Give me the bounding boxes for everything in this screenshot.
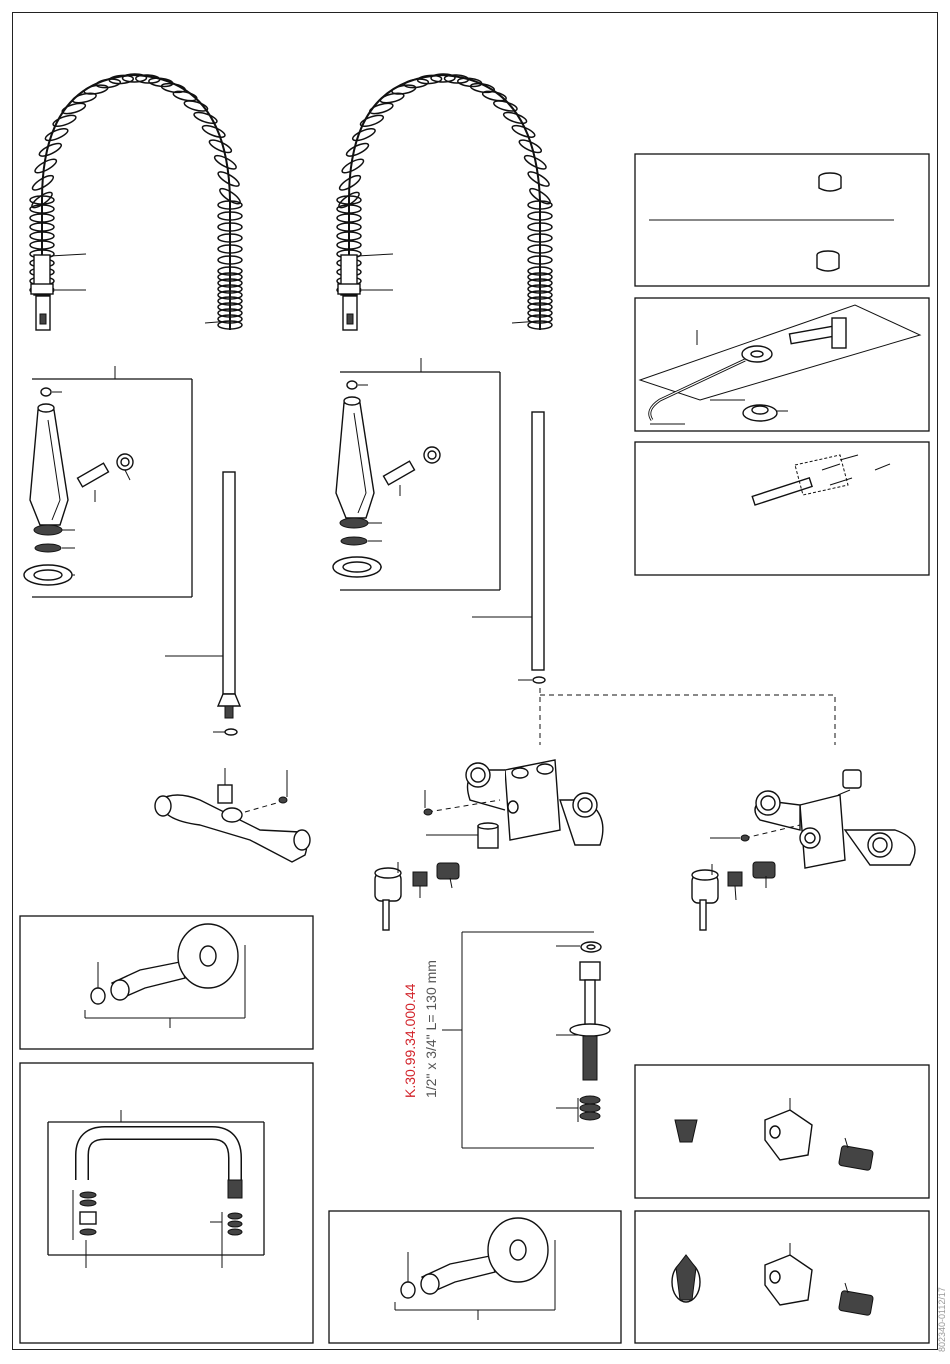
valve-head-box-2 <box>635 1211 929 1343</box>
part-code-label: K.30.99.34.000.44 <box>402 983 418 1098</box>
swivel-spout-box <box>20 1063 313 1343</box>
bracket-pin-box <box>635 442 929 575</box>
spring-coil-loop <box>61 101 86 115</box>
wall-bracket-box <box>635 298 929 431</box>
spring-hose-middle <box>337 74 552 330</box>
spring-coil-loop <box>193 110 218 125</box>
spring-coil-loop <box>44 126 69 143</box>
spring-coil-loop <box>52 113 77 128</box>
drawing-code: 802340-0112/17 <box>937 1287 947 1352</box>
spring-coil-loop <box>391 84 416 96</box>
spring-coil-loop <box>183 99 208 113</box>
eccentric-connector-box-middle <box>329 1211 621 1343</box>
spring-hose-left <box>30 74 242 330</box>
wall-mixer-body-right <box>710 770 915 868</box>
eccentric-connector-box-left <box>20 916 313 1049</box>
spring-coil-loop <box>201 123 226 139</box>
spring-coil-loop <box>351 126 376 143</box>
riser-pipe-left <box>165 472 240 735</box>
lever-handle-right <box>692 862 775 930</box>
lever-handle-middle <box>375 862 459 930</box>
spring-coil-loop <box>38 141 63 159</box>
spray-head-kit-middle <box>333 358 500 590</box>
spring-coil-loop <box>359 113 384 128</box>
valve-head-box-1 <box>635 1065 929 1198</box>
spring-coil-loop <box>345 141 370 159</box>
spacer-ring-box <box>635 154 929 286</box>
extension-pipe-group <box>442 932 610 1148</box>
spring-coil-loop <box>369 101 394 115</box>
part-size-label: 1/2" x 3/4" L= 130 mm <box>423 960 439 1098</box>
spray-head-kit-left <box>24 366 192 597</box>
riser-pipe-middle <box>472 412 545 683</box>
wall-mixer-body-middle <box>424 760 603 848</box>
wall-mixer-body-left <box>155 768 310 862</box>
spring-coil-loop <box>482 90 507 103</box>
dashed-connection <box>540 688 835 745</box>
